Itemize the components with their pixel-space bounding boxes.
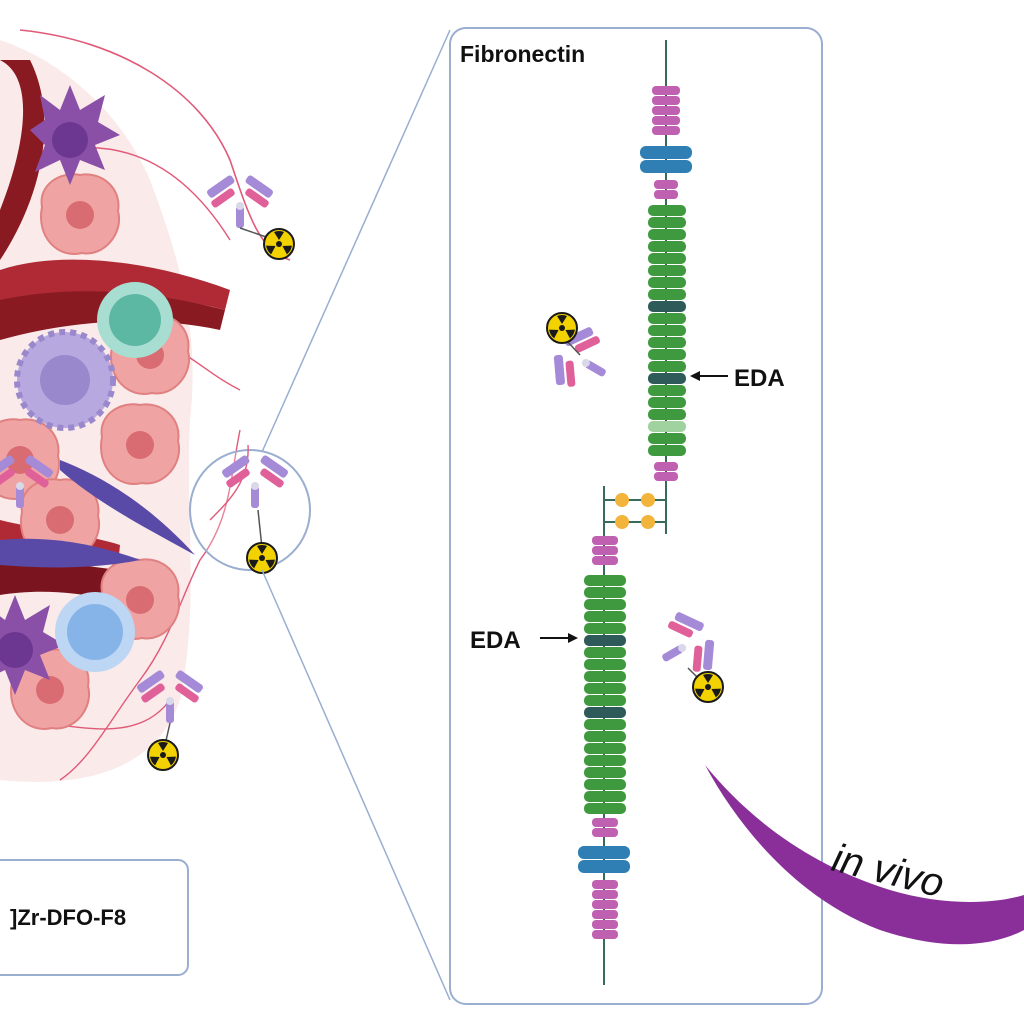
fibronectin-domain bbox=[584, 755, 626, 766]
fibronectin-domain bbox=[648, 265, 686, 276]
fibronectin-domain bbox=[648, 385, 686, 396]
zoom-line-bottom bbox=[261, 569, 451, 1001]
tumor-cell-icon bbox=[100, 403, 181, 485]
fibroblast-icon bbox=[0, 538, 140, 568]
lymphocyte-icon bbox=[55, 592, 135, 672]
fibronectin-domain bbox=[648, 397, 686, 408]
fibronectin-domain bbox=[584, 599, 626, 610]
fibronectin-domain bbox=[584, 611, 626, 622]
zoom-line-top bbox=[261, 29, 451, 453]
radiation-icon bbox=[246, 542, 278, 574]
panel-border bbox=[449, 27, 823, 1005]
radiation-icon bbox=[147, 739, 179, 771]
eda-arrow-upper bbox=[690, 371, 728, 381]
eda-domain bbox=[584, 707, 626, 718]
fibronectin-domain bbox=[648, 409, 686, 420]
fibronectin-strand-lower bbox=[578, 536, 630, 939]
radiation-icon bbox=[263, 228, 295, 260]
radiation-icon bbox=[546, 312, 578, 344]
fibronectin-domain bbox=[584, 779, 626, 790]
eda-domain bbox=[584, 635, 626, 646]
tumor-microenvironment bbox=[0, 29, 295, 782]
fibronectin-domain bbox=[584, 695, 626, 706]
fibronectin-domain bbox=[584, 767, 626, 778]
radiation-icon bbox=[692, 671, 724, 703]
eda-label-upper: EDA bbox=[734, 365, 785, 392]
fibronectin-domain bbox=[584, 575, 626, 586]
fibronectin-domain bbox=[648, 445, 686, 456]
eda-arrow-lower bbox=[540, 633, 578, 643]
fibronectin-domain bbox=[584, 719, 626, 730]
fibronectin-domain bbox=[648, 217, 686, 228]
fibronectin-panel: Fibronectin bbox=[449, 27, 823, 1005]
tumor-cell-icon bbox=[40, 173, 121, 255]
fibronectin-title: Fibronectin bbox=[460, 41, 585, 67]
fibroblast-icon bbox=[60, 460, 195, 555]
fibronectin-domain bbox=[584, 743, 626, 754]
fibronectin-domain bbox=[584, 731, 626, 742]
compound-label: ]Zr-DFO-F8 bbox=[10, 905, 126, 930]
fibronectin-domain bbox=[648, 241, 686, 252]
fibronectin-domain bbox=[648, 289, 686, 300]
fibronectin-domain bbox=[648, 205, 686, 216]
in-vivo-arrow bbox=[705, 765, 1024, 945]
fibronectin-domain bbox=[648, 361, 686, 372]
fibronectin-domain bbox=[584, 791, 626, 802]
disulfide-linker bbox=[603, 486, 667, 534]
macrophage-icon bbox=[0, 595, 65, 695]
fibronectin-domain bbox=[584, 671, 626, 682]
fibronectin-strand-upper bbox=[640, 86, 692, 481]
fibronectin-domain bbox=[584, 587, 626, 598]
zoom-circle bbox=[189, 444, 311, 574]
eda-label-lower: EDA bbox=[470, 627, 521, 654]
fibronectin-domains-lower bbox=[584, 575, 626, 814]
fibronectin-domain bbox=[648, 337, 686, 348]
eda-domain bbox=[648, 301, 686, 312]
fibronectin-domains-upper bbox=[648, 205, 686, 456]
dendritic-cell-icon bbox=[14, 329, 116, 431]
fibronectin-domain bbox=[648, 277, 686, 288]
fibronectin-domain bbox=[648, 313, 686, 324]
fibronectin-domain bbox=[584, 623, 626, 634]
fibronectin-domain bbox=[648, 433, 686, 444]
compound-label-box bbox=[0, 859, 189, 976]
fibronectin-domain bbox=[584, 659, 626, 670]
macrophage-icon bbox=[30, 85, 120, 185]
fibronectin-domain bbox=[584, 683, 626, 694]
lymphocyte-icon bbox=[97, 282, 173, 358]
eda-domain bbox=[648, 373, 686, 384]
fibronectin-domain bbox=[648, 421, 686, 432]
blood-vessel-upper bbox=[0, 60, 45, 260]
fibronectin-domain bbox=[648, 325, 686, 336]
fibronectin-domain bbox=[648, 253, 686, 264]
fibronectin-domain bbox=[584, 647, 626, 658]
fibronectin-domain bbox=[584, 803, 626, 814]
fibronectin-domain bbox=[648, 349, 686, 360]
fibronectin-domain bbox=[648, 229, 686, 240]
